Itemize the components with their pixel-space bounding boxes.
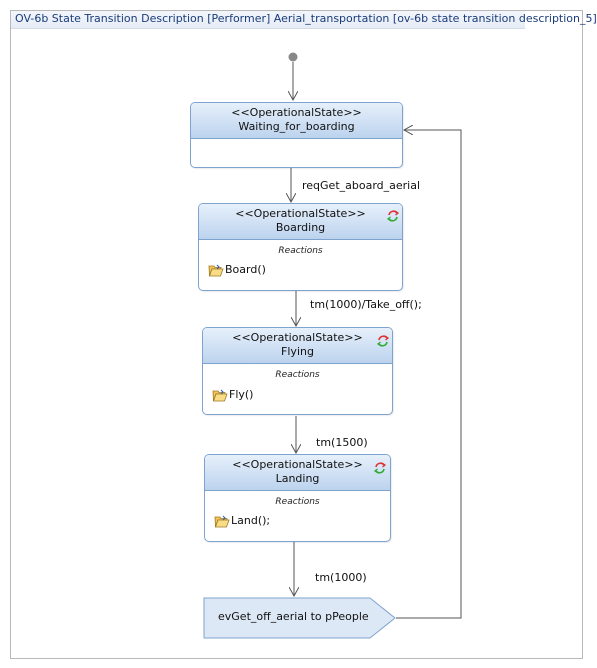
state-boarding[interactable]: <<OperationalState>> Boarding Reactions … [198,203,403,291]
state-flying[interactable]: <<OperationalState>> Flying Reactions Fl… [202,327,393,415]
state-header: <<OperationalState>> Flying [203,328,392,364]
diagram-title: OV-6b State Transition Description [Perf… [15,12,597,25]
transition-label-4[interactable]: tm(1000) [315,571,367,584]
state-name: Landing [275,472,320,485]
transition-label-2[interactable]: tm(1000)/Take_off(); [310,298,422,311]
reaction-item[interactable]: Fly() [212,388,253,402]
transition-line-loop [396,130,462,619]
cycle-arrows-icon [376,335,390,347]
reaction-label: Board() [225,263,266,276]
reactions-title: Reactions [278,246,323,256]
send-action-shape [203,597,396,639]
reaction-item[interactable]: Land(); [214,514,270,528]
state-name: Boarding [275,221,326,234]
cycle-arrows-icon [373,462,387,474]
state-header: <<OperationalState>> Boarding [199,204,402,240]
state-waiting-for-boarding[interactable]: <<OperationalState>> Waiting_for_boardin… [190,102,403,168]
reactions-title: Reactions [275,497,320,507]
state-name: Waiting_for_boarding [238,120,355,133]
cycle-arrows-icon [386,210,400,222]
state-landing[interactable]: <<OperationalState>> Landing Reactions L… [204,454,391,542]
reactions-title: Reactions [275,370,320,380]
state-stereotype: <<OperationalState>> [232,331,363,344]
transition-label-1[interactable]: reqGet_aboard_aerial [302,179,421,192]
folder-open-icon [214,515,230,527]
initial-node-icon [288,52,298,62]
state-stereotype: <<OperationalState>> [231,106,362,119]
folder-open-icon [212,389,228,401]
send-action-label[interactable]: evGet_off_aerial to pPeople [218,610,369,623]
transition-label-3[interactable]: tm(1500) [316,436,368,449]
state-stereotype: <<OperationalState>> [232,458,363,471]
diagram-title-bar [11,11,525,29]
state-header: <<OperationalState>> Landing [205,455,390,491]
state-name: Flying [281,345,314,358]
state-header: <<OperationalState>> Waiting_for_boardin… [191,103,402,139]
state-stereotype: <<OperationalState>> [235,207,366,220]
reaction-item[interactable]: Board() [208,263,266,277]
reaction-label: Fly() [229,388,254,401]
folder-open-icon [208,264,224,276]
reaction-label: Land(); [231,514,271,527]
